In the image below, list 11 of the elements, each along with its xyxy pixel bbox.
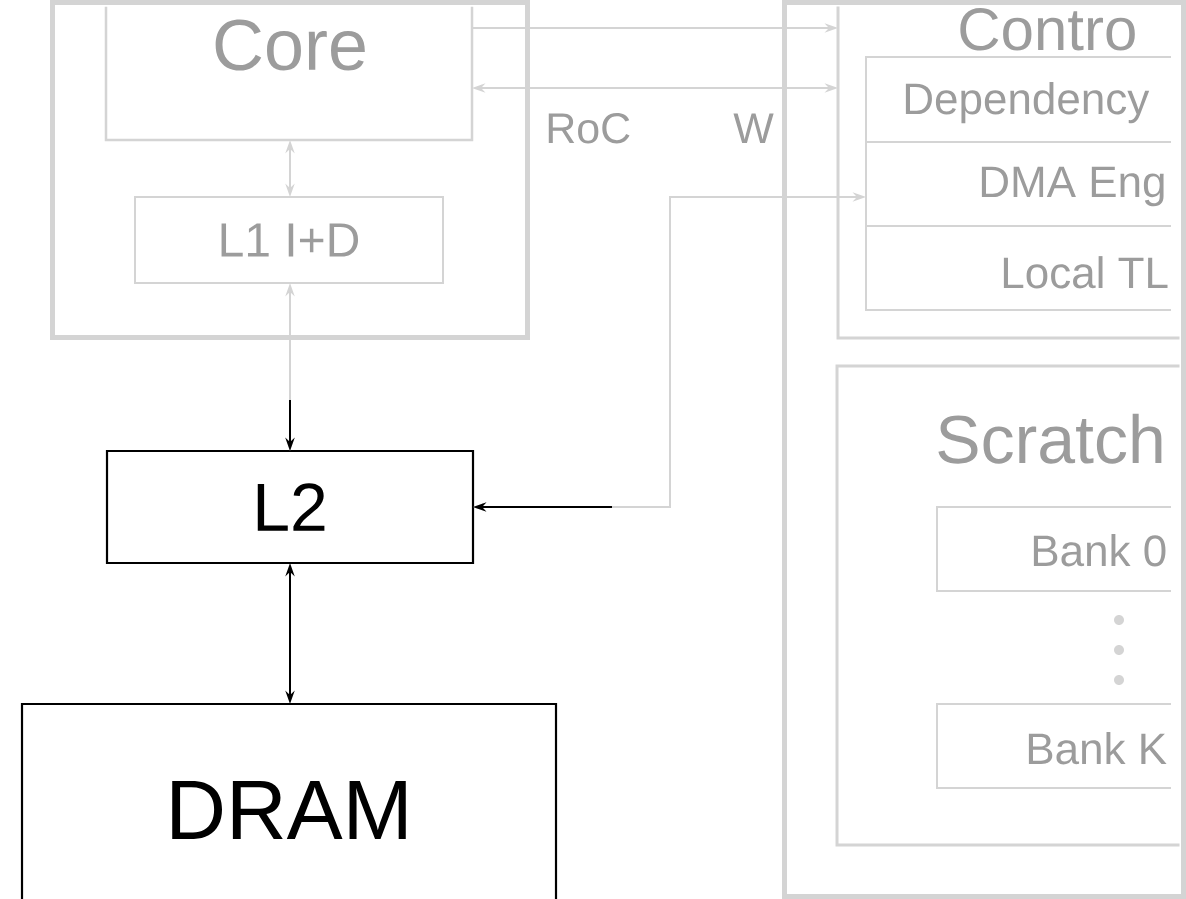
- bank-box: Bank 0: [936, 506, 1171, 592]
- table-row: Local TL: [865, 225, 1171, 311]
- cache-box: L2: [105, 449, 475, 565]
- table-row: Dependency: [865, 56, 1171, 143]
- bus-label: RoC: [548, 113, 630, 144]
- bus-label: W: [733, 113, 774, 143]
- cache-box: L1 I+D: [134, 196, 444, 284]
- core-box: Core: [104, 6, 474, 142]
- bank-box: Bank K: [936, 703, 1171, 789]
- memory-box: DRAM: [20, 702, 558, 899]
- table-row: DMA Eng: [865, 141, 1171, 227]
